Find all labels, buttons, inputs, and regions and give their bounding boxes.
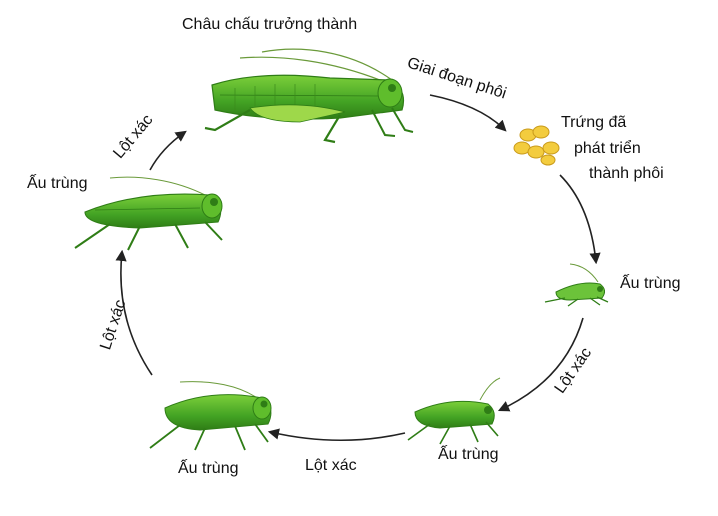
arrow-nymph3-to-nymph4	[115, 249, 153, 376]
nymph-stage-1-illustration	[544, 263, 609, 307]
nymph-stage-4-illustration	[74, 176, 223, 251]
eggs-label-line3: thành phôi	[589, 165, 664, 182]
arrow-nymph1-to-nymph2	[497, 317, 584, 412]
nymph-stage-3-label: Ấu trùng	[178, 460, 239, 477]
arrow-nymph4-to-adult	[149, 130, 187, 171]
arrow-adult-to-eggs	[429, 94, 507, 132]
molt-3-label: Lột xác	[88, 298, 140, 352]
eggs-label-line1: Trứng đã	[561, 114, 627, 131]
embryo-stage-label: Giai đoạn phôi	[405, 54, 508, 102]
nymph-stage-2-label: Ấu trùng	[438, 446, 499, 463]
eggs-illustration	[513, 125, 560, 166]
molt-1-label: Lột xác	[548, 345, 600, 397]
nymph-stage-2-illustration	[407, 377, 501, 445]
arrow-nymph2-to-nymph3	[267, 428, 406, 442]
nymph-stage-3-illustration	[149, 381, 272, 451]
nymph-stage-1-label: Ấu trùng	[620, 275, 681, 292]
nymph-stage-4-label: Ấu trùng	[27, 175, 88, 192]
adult-stage-label: Châu chấu trưởng thành	[182, 16, 358, 33]
arrow-eggs-to-nymph1	[559, 174, 601, 265]
molt-4-label: Lột xác	[108, 111, 160, 161]
adult-grasshopper-illustration	[204, 48, 414, 144]
molt-2-label: Lột xác	[305, 457, 357, 474]
eggs-label-line2: phát triển	[574, 140, 641, 157]
